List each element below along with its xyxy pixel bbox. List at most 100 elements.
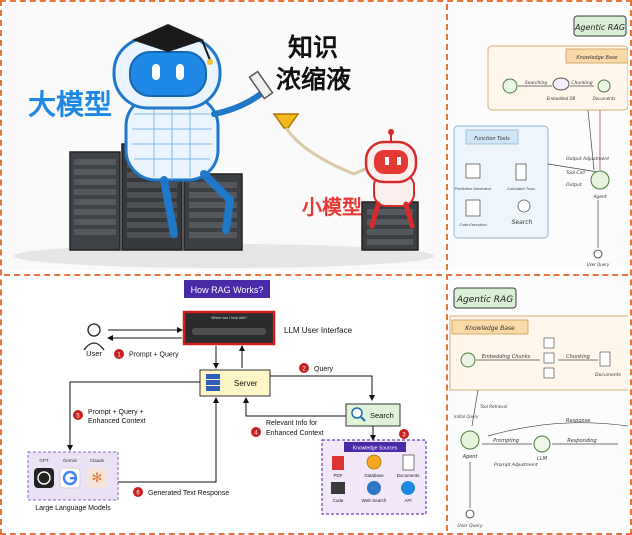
server-label: Server [234, 379, 258, 388]
rag-title-box [184, 280, 270, 298]
server-rack-1 [69, 151, 121, 251]
output-adjustment-label: Output Adjustment [566, 156, 609, 162]
agentic-rag-sketch-top: Agentic RAG Knowledge Base Searching Emb… [446, 4, 628, 270]
user-icon-2 [465, 509, 475, 519]
prediction-label: Prediction Generator [455, 187, 492, 191]
agentic-rag-sketch-bottom: Agentic RAG Knowledge Base Embedding Chu… [446, 274, 628, 531]
step-1-badge [114, 349, 124, 359]
llm-ui-header: Where can I help with? [211, 316, 247, 320]
responding-label: Responding [567, 438, 596, 444]
tool-retrieval-label: Tool Retrieval [480, 404, 508, 409]
agent-label-2: Agent [462, 454, 479, 460]
big-robot [112, 24, 269, 238]
step-6-num: 6 [136, 491, 140, 497]
source-documents-label: Documents [397, 473, 421, 478]
output-label: Output [566, 182, 582, 188]
user-icon [593, 249, 603, 259]
knowledge-funnel [248, 70, 377, 176]
step-1-num: 1 [117, 353, 121, 359]
knowledge-base-label: Knowledge Base [576, 55, 617, 61]
how-rag-works-diagram: How RAG Works? Where can I help with? LL… [4, 274, 442, 531]
code-execution-label: Code Execution [459, 223, 486, 227]
initial-query-label: Initial Query [454, 414, 479, 419]
knowledge-sources-title: Knowledge Sources [353, 446, 398, 452]
gpt-logo-icon [34, 468, 54, 488]
agentic-rag-title-2: Agentic RAG [456, 295, 513, 305]
api-icon [401, 481, 415, 495]
search-tool-icon [517, 199, 531, 213]
svg-text:✻: ✻ [92, 470, 103, 485]
code-icon [331, 482, 345, 494]
big-small-model-illustration: 大模型 知识 浓缩液 小模型 [4, 4, 442, 270]
concentrate-label: 浓缩液 [276, 65, 351, 94]
knowledge-sources-box [321, 439, 427, 515]
source-pdf-label: PDF [334, 473, 343, 478]
rag-diagram-svg: How RAG Works? Where can I help with? LL… [4, 276, 442, 531]
source-web-search-label: Web Search [362, 498, 387, 503]
database-icon [366, 454, 382, 470]
pdf-icon [332, 456, 344, 470]
chunking-label-2: Chunking [566, 354, 590, 360]
step-4-line1: Relevant Info for [266, 420, 318, 427]
step-6-text: Generated Text Response [148, 490, 229, 497]
llm-icon [533, 435, 551, 453]
calculator-icon [515, 163, 527, 181]
web-search-icon [367, 481, 381, 495]
step-5-badge [73, 410, 83, 420]
knowledge-base-label-2: Knowledge Base [465, 325, 515, 332]
illustration-svg: 大模型 知识 浓缩液 小模型 [4, 4, 442, 270]
source-api-label: API [404, 498, 411, 503]
step-1-text: Prompt + Query [129, 352, 179, 359]
small-model-label: 小模型 [302, 195, 362, 219]
step-2-badge [299, 363, 309, 373]
agent-icon-2 [460, 430, 480, 450]
searching-label: Searching [525, 80, 548, 86]
database-icon [552, 77, 570, 91]
documents-icon [597, 79, 611, 93]
llm-ui-label: LLM User Interface [284, 326, 353, 335]
magnifier-icon [351, 407, 363, 419]
embedding-icon-2 [460, 352, 476, 368]
rag-title: How RAG Works? [191, 285, 264, 295]
search-label: Search [370, 411, 394, 420]
source-code-label: Code [333, 498, 344, 503]
source-database-label: Database [364, 473, 384, 478]
step-5-line1: Prompt + Query + [88, 409, 144, 416]
agentic-rag-title: Agentic RAG [574, 23, 625, 32]
documents-label-2: Documents [595, 372, 621, 378]
llm-ui-prompt-bar[interactable] [192, 328, 266, 335]
chunk-icon [543, 352, 555, 364]
step-5-line2: Enhanced Context [88, 418, 146, 425]
chunking-label: Chunking [571, 80, 592, 86]
step-2-text: Query [314, 366, 334, 373]
embedding-icon [502, 78, 518, 94]
user-query-label-2: User Query [457, 523, 483, 529]
documents-icon [402, 454, 415, 471]
function-tools-label: Function Tools [474, 136, 510, 142]
llm-name-claude: Claude [90, 458, 105, 463]
agentic-rag-top-svg: Agentic RAG Knowledge Base Searching Emb… [448, 4, 628, 270]
agentic-rag-bottom-svg: Agentic RAG Knowledge Base Embedding Chu… [448, 276, 628, 531]
step-3-num: 3 [402, 433, 406, 439]
embedding-chunks-label: Embedding Chunks [482, 354, 531, 360]
chunk-icon [543, 367, 555, 379]
user-label: User [86, 349, 102, 358]
agent-label: Agent [592, 194, 607, 200]
step-5-num: 5 [76, 414, 80, 420]
prompt-adjustment-label: Prompt Adjustment [494, 462, 538, 468]
big-model-label: 大模型 [28, 88, 112, 121]
llm-label: LLM [537, 456, 548, 462]
small-robot [364, 129, 418, 229]
prediction-tool-icon [465, 163, 481, 179]
prompting-label: Prompting [493, 438, 519, 444]
chunk-icon [543, 337, 555, 349]
tool-call-label: Tool Call [566, 170, 586, 176]
user-icon [87, 323, 101, 337]
step-4-line2: Enhanced Context [266, 430, 324, 437]
step-4-badge [251, 427, 261, 437]
user-query-label: User Query [587, 262, 610, 267]
llm-name-gemini: Gemini [63, 458, 77, 463]
calculator-label: Calculator Tools [507, 187, 535, 191]
search-tool-label: Search [512, 219, 533, 226]
